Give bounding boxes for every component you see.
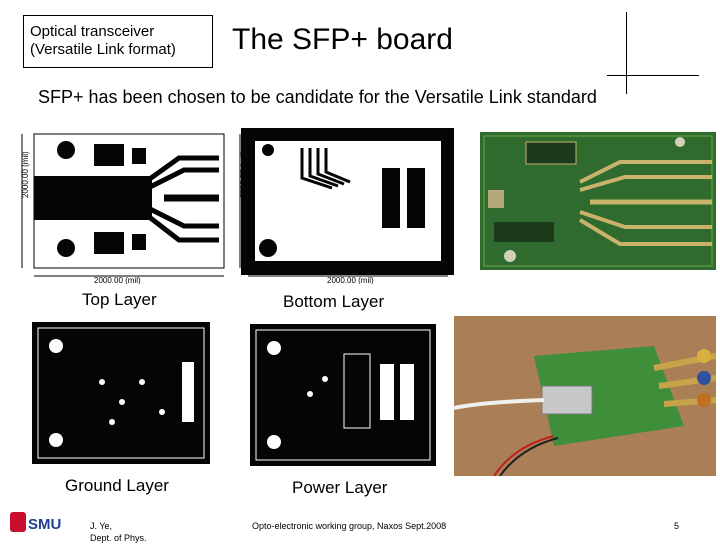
crosshair-horizontal [607, 75, 699, 76]
topic-line-2: (Versatile Link format) [30, 41, 176, 58]
pcb-photo [480, 132, 716, 270]
footer-author: J. Ye, Dept. of Phys. [90, 520, 147, 544]
footer-author-line-1: J. Ye, [90, 521, 113, 531]
power-layer-image [250, 324, 436, 466]
caption-bottom-layer: Bottom Layer [283, 292, 385, 311]
bottom-layer-image: 2000.00 (mil) 2000.00 (mil) [239, 128, 454, 284]
slide-subtitle: SFP+ has been chosen to be candidate for… [38, 87, 597, 107]
smu-logo-text: SMU [28, 516, 61, 533]
caption-ground-layer: Ground Layer [65, 476, 169, 495]
ground-layer-image [32, 322, 210, 464]
top-layer-image: 2000.00 (mil) 2000.00 (mil) [21, 133, 225, 284]
assembled-board-photo [454, 316, 716, 476]
topic-box: Optical transceiver (Versatile Link form… [23, 15, 213, 68]
caption-power-layer: Power Layer [292, 478, 388, 497]
crosshair-vertical [626, 12, 627, 94]
footer-author-line-2: Dept. of Phys. [90, 533, 147, 543]
topic-line-1: Optical transceiver [30, 23, 155, 40]
smu-shield-icon [10, 512, 26, 532]
top-horizontal-dimension: 2000.00 (mil) [94, 276, 141, 284]
footer-page-number: 5 [674, 521, 680, 531]
top-vertical-dimension: 2000.00 (mil) [21, 151, 30, 198]
caption-top-layer: Top Layer [82, 290, 157, 309]
footer-meeting: Opto-electronic working group, Naxos Sep… [252, 521, 447, 531]
bottom-horizontal-dimension: 2000.00 (mil) [327, 276, 374, 284]
smu-logo: SMU [10, 512, 61, 533]
slide-title: The SFP+ board [232, 23, 453, 56]
